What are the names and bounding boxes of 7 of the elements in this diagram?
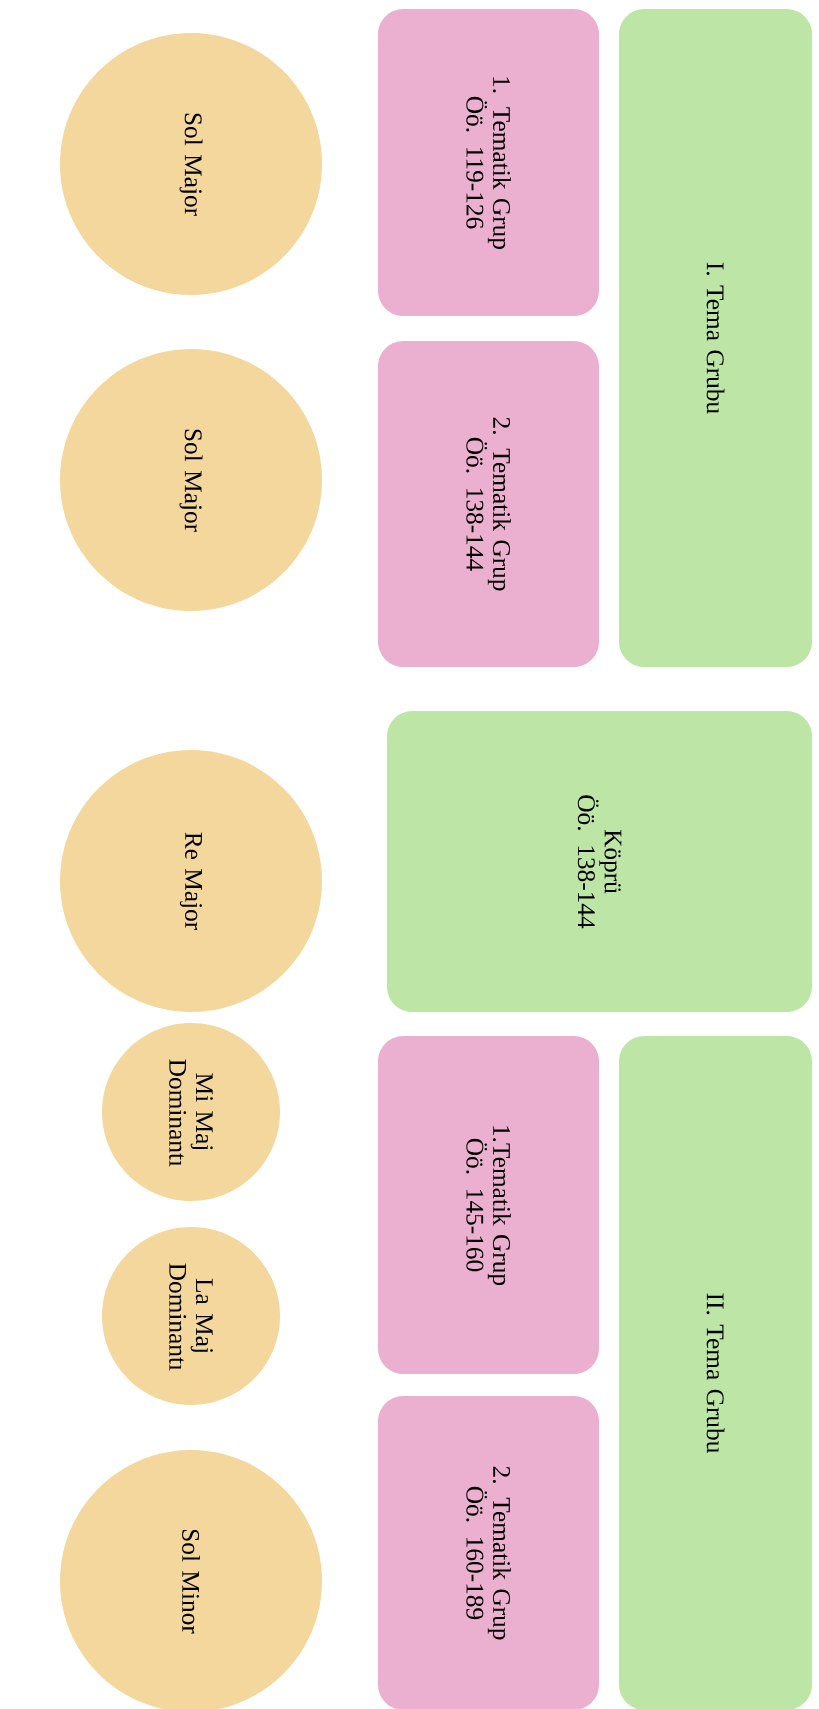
rounded-box: 1.Tematik Grup Öö. 145-160 [378,1036,599,1374]
rounded-box: I. Tema Grubu [619,9,812,667]
rounded-box: 2. Tematik Grup Öö. 160-189 [378,1396,599,1709]
rounded-box: 1. Tematik Grup Öö. 119-126 [378,9,599,316]
rounded-box: 2. Tematik Grup Öö. 138-144 [378,341,599,667]
rounded-box: II. Tema Grubu [619,1036,812,1709]
rounded-box: Köprü Öö. 138-144 [387,711,812,1012]
